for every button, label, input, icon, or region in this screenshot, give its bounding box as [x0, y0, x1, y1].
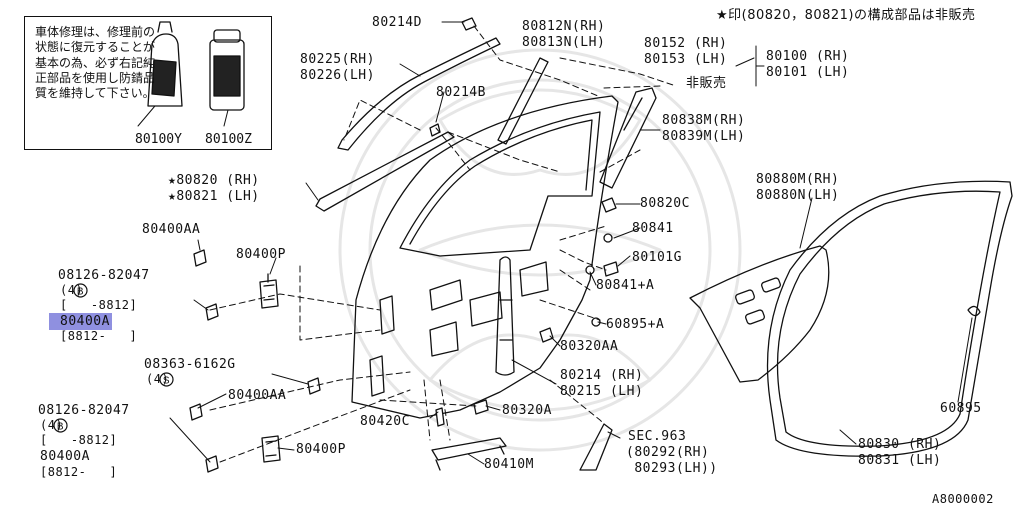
door-check-link [431, 437, 507, 471]
part-80841: 80841 [632, 221, 674, 236]
door-guard-beam [495, 256, 515, 376]
part-80225: 80225(RH) [300, 52, 375, 67]
part-80812N: 80812N(RH) [522, 19, 606, 34]
part-80320AA: 80320AA [560, 339, 619, 354]
door-shell [351, 95, 619, 419]
door-glass [689, 245, 830, 383]
bolt2-range1: [ -8812] [40, 433, 118, 447]
not-sold-label: 非販売 [686, 76, 727, 91]
repair-note-box: 車体修理は、修理前の状態に復元することが基本の為、必ず右記純正部品を使用し防錆品… [24, 16, 272, 150]
part-80101G: 80101G [632, 250, 682, 265]
circle-b-icon: B [53, 418, 68, 433]
bolts [189, 17, 619, 473]
svg-text:B: B [57, 422, 64, 433]
repair-note-text: 車体修理は、修理前の状態に復元することが基本の為、必ず右記純正部品を使用し防錆品… [35, 25, 156, 101]
screw-code: 08363-6162G [144, 357, 236, 372]
bolt2-range2: [8812- ] [40, 465, 118, 479]
weatherstrip-upper [337, 37, 501, 151]
part-80400AA-bottom: 80400AA [228, 388, 287, 403]
part-80410M: 80410M [484, 457, 534, 472]
part-80226: 80226(LH) [300, 68, 375, 83]
part-80880N: 80880N(LH) [756, 188, 840, 203]
part-80292: (80292(RH) [626, 445, 710, 460]
bolt1-part-highlighted[interactable]: 80400A [49, 313, 112, 330]
glass-holes [735, 277, 781, 325]
part-80152: 80152 (RH) [644, 36, 728, 51]
product-code-80100Y: 80100Y [135, 132, 182, 147]
bolt1-range2: [8812- ] [60, 329, 138, 343]
part-80400P-bottom: 80400P [296, 442, 346, 457]
bolt1-range1: [ -8812] [60, 298, 138, 312]
grommet-60895 [967, 305, 981, 317]
part-80813N: 80813N(LH) [522, 35, 606, 50]
part-80293: 80293(LH)) [626, 461, 718, 476]
part-80214: 80214 (RH) [560, 368, 644, 383]
bolt-badge-b-bottom: B [20, 403, 68, 449]
part-60895A: 60895+A [606, 317, 665, 332]
sash-strip [497, 57, 549, 145]
watermark-emblem [338, 48, 742, 452]
part-80100: 80100 (RH) [766, 49, 850, 64]
dashed-leaders [209, 25, 677, 463]
bolt1-qty: (4) [60, 283, 84, 297]
part-80839M: 80839M(LH) [662, 129, 746, 144]
part-60895: 60895 [940, 401, 982, 416]
part-80830: 80830 (RH) [858, 437, 942, 452]
bolt-badge-b-top: B [40, 268, 88, 314]
hinge-lower [261, 435, 281, 463]
part-80214B: 80214B [436, 85, 486, 100]
bolt2-code: 08126-82047 [38, 403, 130, 418]
part-80820: ★80820 (RH) [168, 173, 260, 188]
door-window-frame [399, 111, 601, 257]
circle-b-icon: B [73, 283, 88, 298]
svg-text:S: S [163, 376, 170, 387]
part-80841A: 80841+A [596, 278, 655, 293]
part-80400P-top: 80400P [236, 247, 286, 262]
bolt2-qty: (4) [40, 418, 64, 432]
hinge-upper [259, 273, 279, 309]
part-80880M: 80880M(RH) [756, 172, 840, 187]
product-tube-80100Y [147, 21, 183, 107]
screw-qty: (4) [146, 372, 170, 386]
part-80215: 80215 (LH) [560, 384, 644, 399]
diagram-code: A8000002 [932, 492, 994, 506]
part-80831: 80831 (LH) [858, 453, 942, 468]
part-80400AA-top: 80400AA [142, 222, 201, 237]
part-80320A: 80320A [502, 403, 552, 418]
door-inner-holes [369, 261, 549, 397]
part-80821: ★80821 (LH) [168, 189, 260, 204]
part-80820C: 80820C [640, 196, 690, 211]
part-80420C: 80420C [360, 414, 410, 429]
part-80838M: 80838M(RH) [662, 113, 746, 128]
product-code-80100Z: 80100Z [205, 132, 252, 147]
door-weatherstrip [766, 180, 1013, 457]
part-80153: 80153 (LH) [644, 52, 728, 67]
bolt2-part: 80400A [40, 449, 90, 464]
non-sale-note: ★印(80820，80821)の構成部品は非販売 [716, 8, 976, 23]
product-can-80100Z [209, 29, 245, 111]
sec963-bracket [579, 423, 613, 471]
bolt1-code: 08126-82047 [58, 268, 150, 283]
svg-text:B: B [77, 287, 84, 298]
part-80214D: 80214D [372, 15, 422, 30]
waist-moulding [315, 131, 455, 212]
pillar-garnish [599, 87, 657, 189]
circle-s-icon: S [159, 372, 174, 387]
part-80101: 80101 (LH) [766, 65, 850, 80]
screw-badge-s: S [126, 357, 174, 403]
part-sec963: SEC.963 [628, 429, 687, 444]
